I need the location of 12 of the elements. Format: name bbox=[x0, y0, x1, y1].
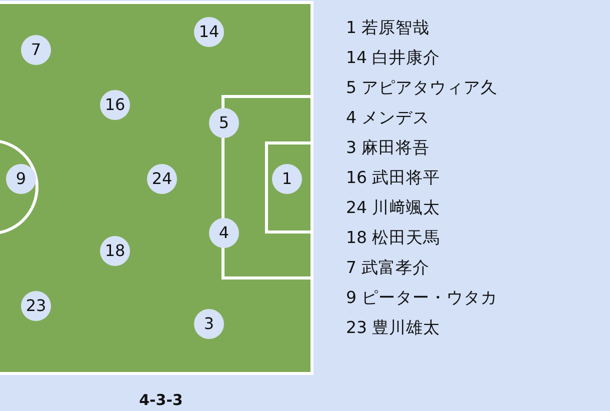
roster-entry: 23 豊川雄太 bbox=[346, 318, 440, 338]
roster-entry: 5 アピアタウィア久 bbox=[346, 78, 498, 98]
roster-entry: 4 メンデス bbox=[346, 108, 430, 128]
roster-entry: 16 武田将平 bbox=[346, 168, 440, 188]
formation-caption: 4-3-3 bbox=[138, 391, 184, 409]
roster-entry: 7 武富孝介 bbox=[346, 258, 430, 278]
roster-entry: 14 白井康介 bbox=[346, 48, 440, 68]
roster-entry: 1 若原智哉 bbox=[346, 18, 430, 38]
roster-entry: 24 川﨑颯太 bbox=[346, 198, 440, 218]
roster-entry: 3 麻田将吾 bbox=[346, 138, 430, 158]
roster-entry: 9 ピーター・ウタカ bbox=[346, 288, 498, 308]
roster-entry: 18 松田天馬 bbox=[346, 228, 440, 248]
